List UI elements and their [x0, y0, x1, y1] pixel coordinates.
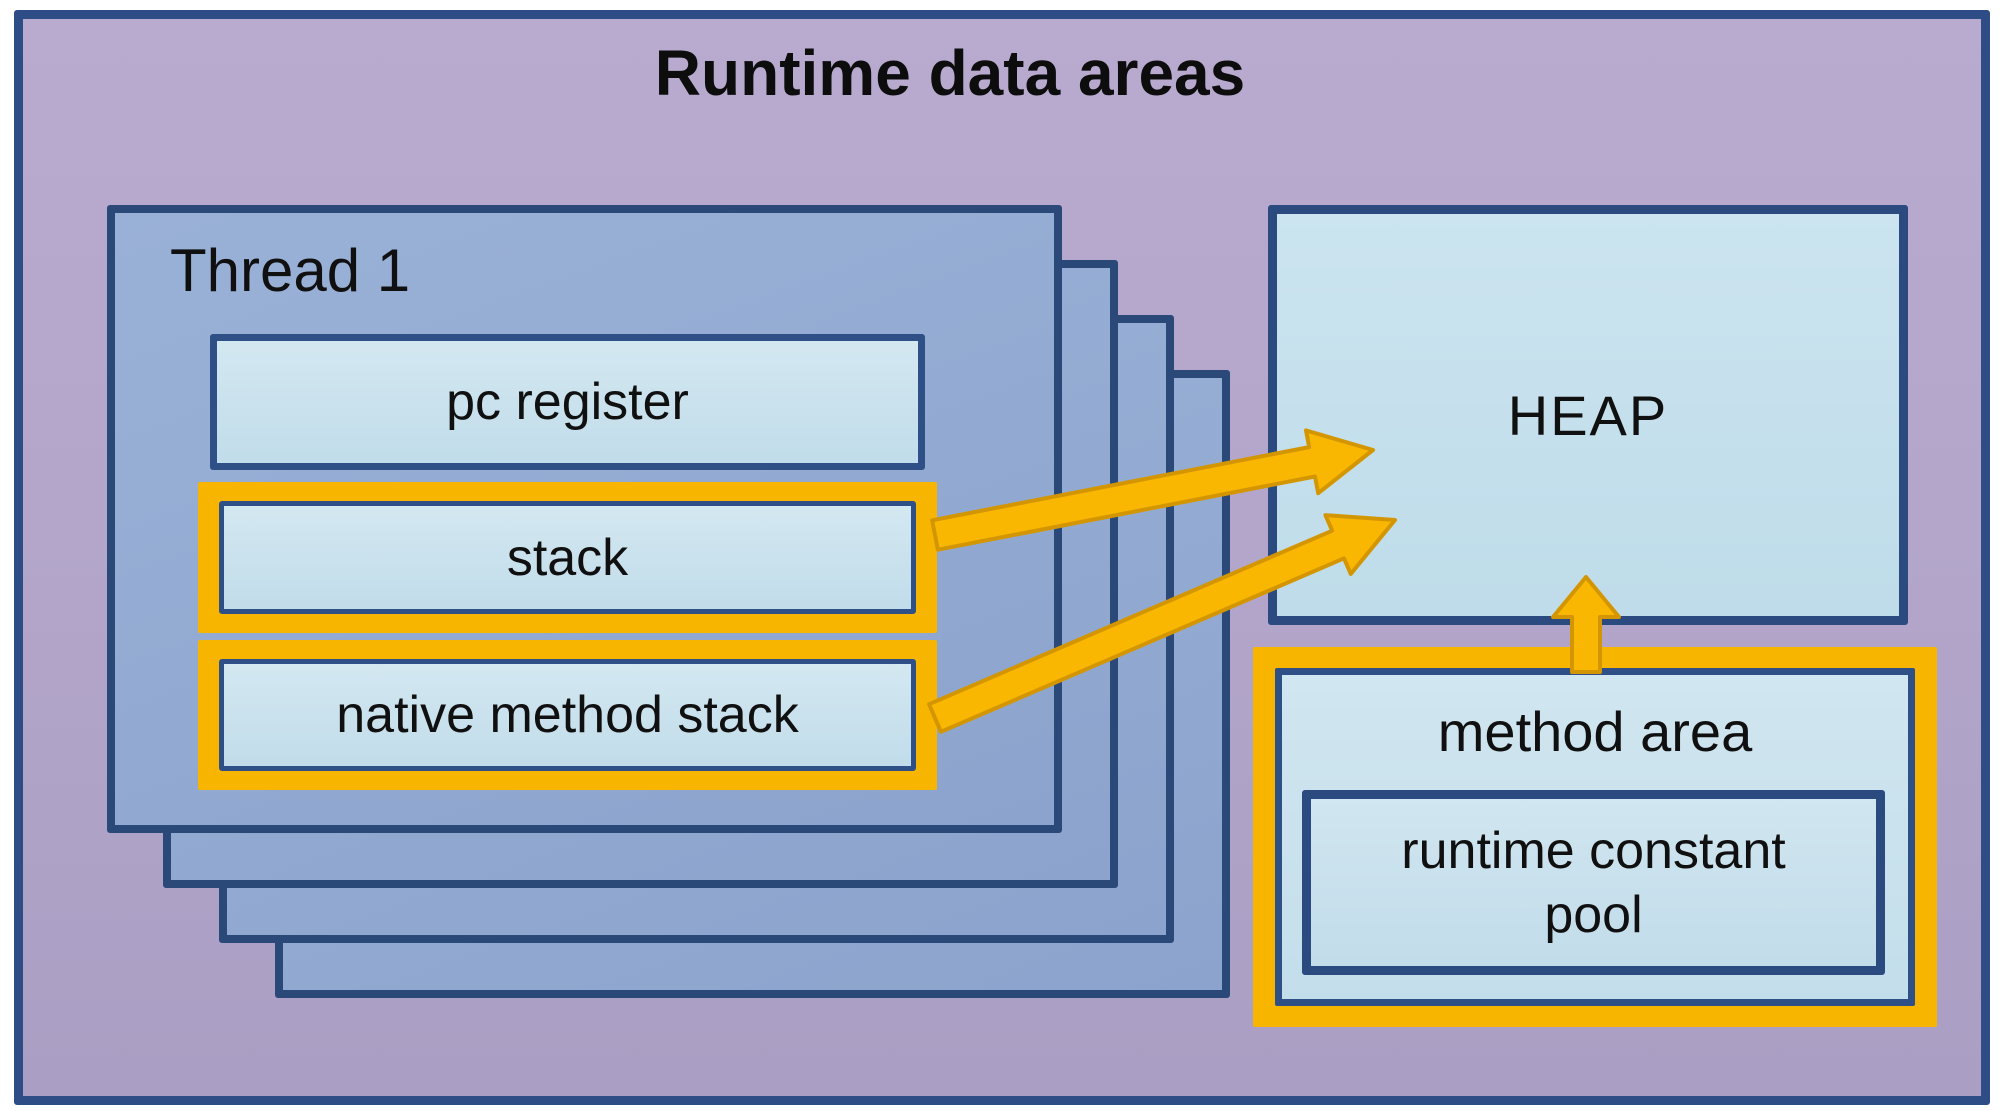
pc-register-box: pc register — [210, 334, 925, 470]
stack-box-highlight: stack — [198, 482, 937, 633]
stack-box: stack — [219, 501, 916, 614]
thread-1-label: Thread 1 — [170, 237, 411, 304]
native-method-stack-box: native method stack — [219, 659, 916, 771]
method-area-label: method area — [1437, 699, 1753, 763]
native-method-stack-box-highlight: native method stack — [198, 640, 937, 790]
heap-box: HEAP — [1268, 205, 1908, 625]
runtime-constant-pool-label: runtime constant pool — [1401, 821, 1786, 944]
diagram-title: Runtime data areas — [654, 37, 1246, 109]
runtime-constant-pool-box: runtime constant pool — [1302, 790, 1885, 975]
